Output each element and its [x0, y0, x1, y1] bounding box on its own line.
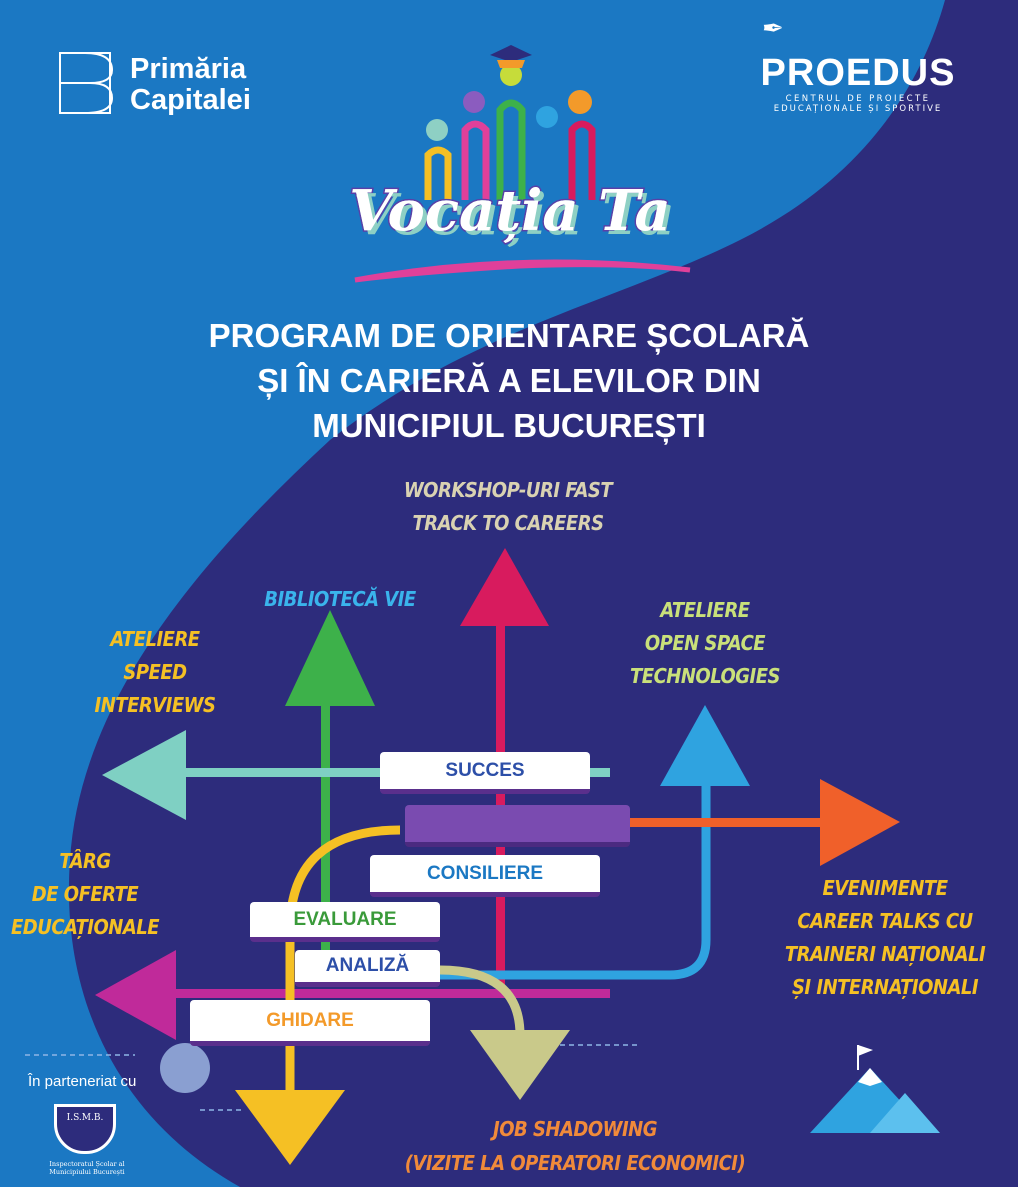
label-line: OPEN SPACE [644, 631, 766, 655]
label-speed: ATELIERE SPEED INTERVIEWS [70, 623, 240, 722]
caption-line: Inspectoratul Școlar al [49, 1160, 125, 1168]
arrow-job-head [470, 1030, 570, 1100]
proedus-tagline: EDUCAȚIONALE ȘI SPORTIVE [773, 104, 943, 114]
arrow-ghidare-head [235, 1090, 345, 1165]
label-line: DE OFERTE [31, 882, 139, 906]
arrow-open-space-head [660, 705, 750, 786]
headline: PROGRAM DE ORIENTARE ȘCOLARĂ ȘI ÎN CARIE… [0, 313, 1018, 448]
label-line: TRAINERI NAȚIONALI [784, 942, 986, 966]
label-line: TÂRG [59, 849, 111, 873]
book-succes: SUCCES [380, 752, 590, 794]
label-line: JOB SHADOWING [493, 1117, 658, 1141]
primaria-logo-icon [59, 52, 114, 114]
label-line: EDUCAȚIONALE [10, 915, 160, 939]
vocatia-figures-icon [354, 45, 691, 283]
headline-line: ȘI ÎN CARIERĂ A ELEVILOR DIN [257, 362, 761, 399]
logo-line: Primăria [130, 53, 247, 85]
label-line: INTERVIEWS [94, 693, 216, 717]
label-job-shadowing: JOB SHADOWING (VIZITE LA OPERATORI ECONOM… [400, 1112, 750, 1180]
label-biblioteca: BIBLIOTECĂ VIE [264, 587, 416, 611]
book-ghidare: GHIDARE [190, 1000, 430, 1046]
label-evenimente: EVENIMENTE CAREER TALKS CU TRAINERI NAȚION… [780, 872, 990, 1004]
label-line: TRACK TO CAREERS [412, 511, 604, 535]
label-targ: TÂRG DE OFERTE EDUCAȚIONALE [0, 845, 170, 944]
dot-decorations [25, 1044, 640, 1111]
label-line: EVENIMENTE [822, 876, 948, 900]
logo-line: Capitalei [130, 84, 251, 116]
arrow-open-space-shaft [420, 780, 711, 980]
book-purple [405, 805, 630, 847]
primaria-capitalei-logo: Primăria Capitalei [130, 54, 251, 116]
headline-line: PROGRAM DE ORIENTARE ȘCOLARĂ [208, 317, 810, 354]
headline-line: MUNICIPIUL BUCUREȘTI [312, 407, 706, 444]
label-line: WORKSHOP-URI FAST [403, 478, 613, 502]
arrow-evenimente [600, 779, 900, 866]
book-analiza: ANALIZĂ [295, 950, 440, 987]
caption-line: Municipiului București [49, 1168, 125, 1176]
globe-icon [160, 1043, 210, 1093]
book-evaluare: EVALUARE [250, 902, 440, 942]
proedus-tagline: CENTRUL DE PROIECTE [785, 94, 931, 104]
label-line: ATELIERE [110, 627, 200, 651]
arrow-job-shaft [439, 965, 525, 1036]
label-line: ȘI INTERNAȚIONALI [791, 975, 979, 999]
proedus-name: PROEDUS [760, 52, 956, 94]
vocatia-ta-logo: Vocația Ta [348, 177, 673, 246]
arrow-targ [95, 950, 610, 1040]
label-line: ATELIERE [660, 598, 750, 622]
mountain-icon [810, 1045, 940, 1133]
feather-icon: ✒ [762, 14, 784, 44]
label-line: CAREER TALKS CU [797, 909, 973, 933]
label-line: TECHNOLOGIES [630, 664, 780, 688]
book-consiliere: CONSILIERE [370, 855, 600, 897]
label-workshop: WORKSHOP-URI FAST TRACK TO CAREERS [358, 474, 658, 540]
label-line: SPEED [123, 660, 187, 684]
navy-wave [68, 0, 1018, 1187]
partner-label: În parteneriat cu [28, 1073, 137, 1090]
label-line: (VIZITE LA OPERATORI ECONOMICI) [404, 1151, 746, 1175]
proedus-logo: ✒ PROEDUS CENTRUL DE PROIECTE EDUCAȚIONA… [752, 14, 964, 114]
ismb-logo: I.S.M.B. [54, 1104, 116, 1154]
label-open-space: ATELIERE OPEN SPACE TECHNOLOGIES [610, 594, 800, 693]
arrow-biblioteca [285, 610, 375, 950]
